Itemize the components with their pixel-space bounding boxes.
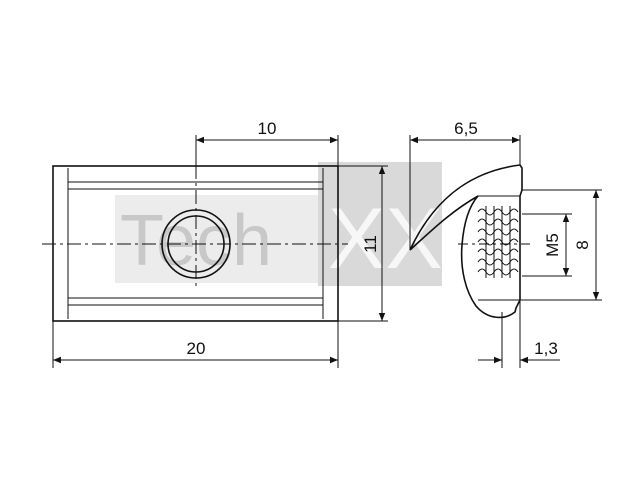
dim-side-bottom-1-3: 1,3: [478, 300, 560, 368]
side-view: [409, 164, 530, 319]
thread-pattern: [477, 206, 519, 278]
dim-bottom-20-label: 20: [187, 339, 206, 358]
side-profile: [409, 164, 523, 319]
dim-thread-label: M5: [543, 233, 562, 257]
dim-height-11-label: 11: [361, 235, 380, 253]
dim-top-10: 10: [195, 119, 339, 166]
watermark-xx-text: XX: [328, 191, 443, 287]
thread-hole-outer: [161, 209, 231, 279]
dim-bottom-20: 20: [52, 321, 339, 368]
dim-side-top-label: 6,5: [454, 119, 478, 138]
dim-side-top-6-5: 6,5: [409, 119, 521, 250]
dim-top-10-label: 10: [258, 119, 277, 138]
dim-side-height-8: 8: [516, 189, 602, 301]
watermark: Tech XX: [115, 162, 443, 287]
dim-thread-m5: M5: [522, 213, 572, 277]
dim-height-11: 11: [338, 165, 388, 322]
dim-side-height-label: 8: [573, 240, 592, 249]
dim-side-bottom-label: 1,3: [534, 339, 558, 358]
thread-hole-inner: [167, 215, 225, 273]
